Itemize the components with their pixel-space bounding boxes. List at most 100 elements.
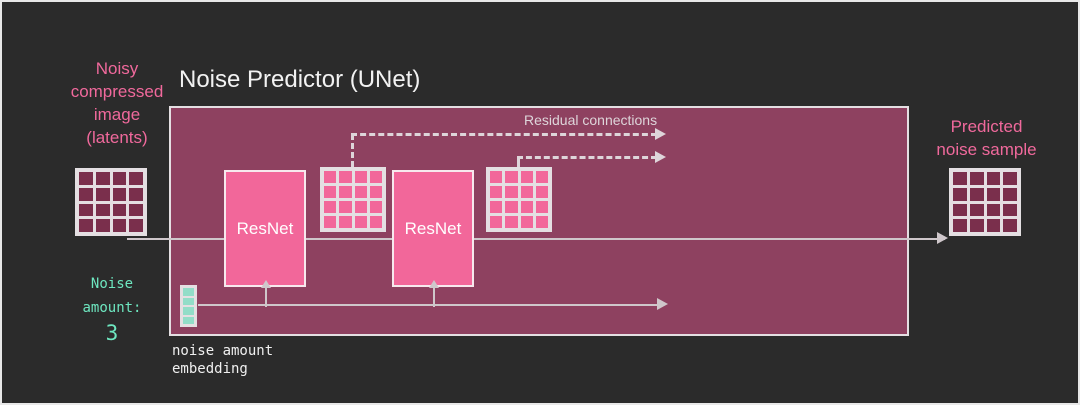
predicted-cell [953, 219, 967, 232]
predicted-noise-label: Predicted noise sample [914, 115, 1059, 161]
feature-cell [369, 186, 382, 198]
noise-embedding-caption-line-1: noise amount [172, 343, 274, 359]
noise-amount-label-line-2: amount: [82, 300, 142, 316]
noisy-latents-label: Noisy compressed image (latents) [42, 57, 192, 149]
latent-cell [95, 172, 110, 185]
page-title: Noise Predictor (UNet) [179, 66, 421, 93]
feature-cell [520, 186, 533, 198]
feature-cell [339, 171, 352, 183]
feature-cell [490, 216, 503, 228]
main-flow-arrow-icon [937, 232, 948, 244]
latents-grid [75, 168, 147, 236]
predicted-label-line-2: noise sample [936, 140, 1037, 159]
embedding-into-resnet-1-arrow-icon [261, 280, 271, 288]
predicted-cell [953, 172, 967, 185]
latent-cell [129, 219, 143, 232]
latent-cell [112, 187, 127, 201]
feature-cell [505, 216, 518, 228]
noise-amount-readout: Noise amount: 3 [47, 272, 177, 346]
main-flow-line [127, 238, 945, 240]
feature-cell [369, 201, 382, 213]
predicted-cell [953, 203, 967, 217]
feature-map-grid-1 [320, 167, 386, 232]
residual-connection-2-horizontal [517, 156, 657, 159]
feature-cell [505, 171, 518, 183]
predicted-cell [969, 219, 984, 232]
feature-cell [520, 216, 533, 228]
predicted-cell [953, 187, 967, 201]
feature-cell [535, 216, 548, 228]
noisy-label-line-4: (latents) [86, 128, 148, 147]
feature-cell [490, 201, 503, 213]
feature-cell [354, 201, 367, 213]
latent-cell [79, 219, 93, 232]
feature-cell [354, 216, 367, 228]
embedding-cell [183, 307, 194, 315]
feature-cell [354, 186, 367, 198]
latent-cell [129, 187, 143, 201]
feature-cell [535, 186, 548, 198]
predicted-cell [986, 203, 1001, 217]
resnet-block-1[interactable]: ResNet [224, 170, 306, 287]
noise-embedding-caption: noise amount embedding [172, 342, 273, 378]
feature-map-grid-2 [486, 167, 552, 232]
noise-embedding-caption-line-2: embedding [172, 361, 248, 377]
feature-cell [535, 171, 548, 183]
latent-cell [79, 203, 93, 217]
feature-cell [490, 171, 503, 183]
feature-cell [505, 186, 518, 198]
predicted-cell [969, 172, 984, 185]
predicted-cell [986, 172, 1001, 185]
predicted-cell [969, 187, 984, 201]
predicted-cell [986, 219, 1001, 232]
feature-cell [520, 201, 533, 213]
residual-connection-1-vertical [351, 134, 354, 167]
noise-amount-label-line-1: Noise [90, 276, 134, 292]
latent-cell [95, 219, 110, 232]
feature-cell [324, 216, 337, 228]
feature-cell [505, 201, 518, 213]
noise-amount-embedding-strip [180, 285, 197, 327]
latent-cell [112, 172, 127, 185]
residual-connection-2-arrow-icon [655, 151, 666, 163]
latent-cell [79, 172, 93, 185]
predicted-cell [1003, 203, 1017, 217]
predicted-cell [1003, 187, 1017, 201]
feature-cell [520, 171, 533, 183]
embedding-into-resnet-1-line [265, 287, 267, 307]
predicted-cell [1003, 172, 1017, 185]
feature-cell [369, 171, 382, 183]
embedding-flow-line [198, 304, 663, 306]
embedding-cell [183, 316, 194, 324]
predicted-cell [1003, 219, 1017, 232]
feature-cell [324, 186, 337, 198]
embedding-cell [183, 297, 194, 305]
latent-cell [112, 203, 127, 217]
noisy-label-line-2: compressed [70, 82, 164, 101]
feature-cell [324, 171, 337, 183]
latent-cell [129, 203, 143, 217]
latent-cell [112, 219, 127, 232]
predicted-noise-grid [949, 168, 1021, 236]
feature-cell [369, 216, 382, 228]
residual-connection-1-arrow-icon [655, 128, 666, 140]
embedding-cell [183, 288, 194, 296]
residual-connection-1-horizontal [351, 133, 657, 136]
noise-amount-value: 3 [105, 321, 119, 345]
feature-cell [490, 186, 503, 198]
latent-cell [95, 203, 110, 217]
latent-cell [79, 187, 93, 201]
feature-cell [354, 171, 367, 183]
predicted-cell [986, 187, 1001, 201]
feature-cell [535, 201, 548, 213]
latent-cell [129, 172, 143, 185]
latent-cell [95, 187, 110, 201]
feature-cell [339, 186, 352, 198]
resnet-block-2[interactable]: ResNet [392, 170, 474, 287]
embedding-into-resnet-2-arrow-icon [429, 280, 439, 288]
embedding-into-resnet-2-line [433, 287, 435, 307]
noisy-label-line-3: image [93, 105, 141, 124]
predicted-label-line-1: Predicted [950, 117, 1023, 136]
predicted-cell [969, 203, 984, 217]
